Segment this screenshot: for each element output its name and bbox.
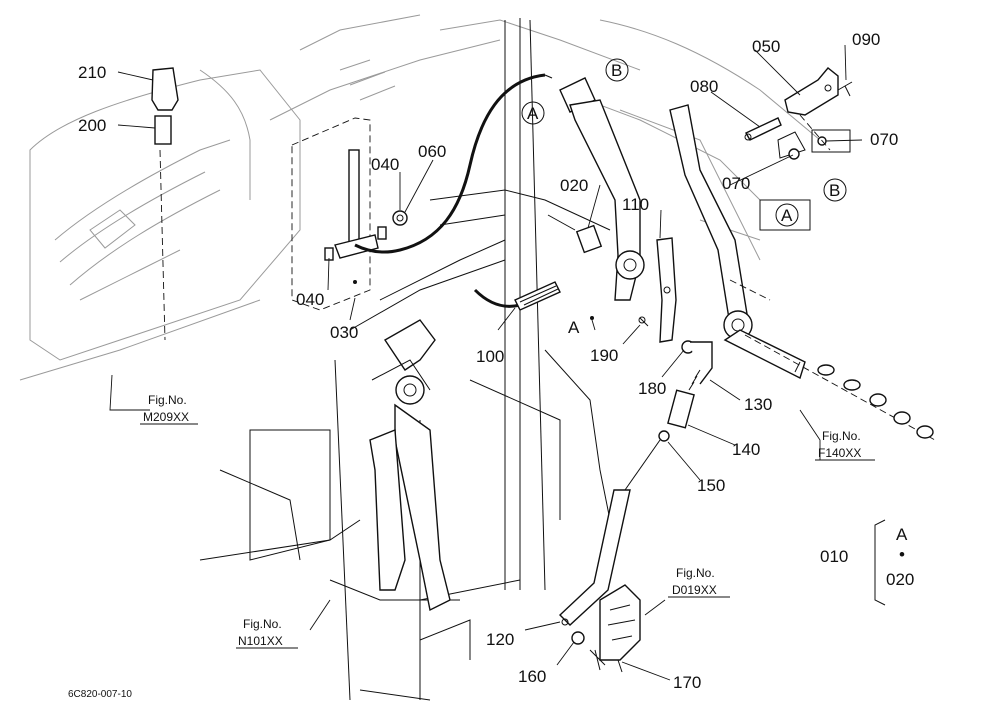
part-label-160: 160: [518, 667, 546, 686]
background-tractor-body: [19, 14, 821, 701]
part-label-020: 020: [560, 176, 588, 195]
link-plate-110: [656, 237, 677, 343]
part-label-140: 140: [732, 440, 760, 459]
part-label-060: 060: [418, 142, 446, 161]
callout-a-right: A: [775, 203, 799, 227]
part-label-150: 150: [697, 476, 725, 495]
svg-text:B: B: [611, 61, 622, 80]
part-label-200: 200: [78, 116, 106, 135]
svg-text:B: B: [829, 181, 840, 200]
part-label-080: 080: [690, 77, 718, 96]
transmission-housing: [571, 584, 641, 673]
figure-ref-d019xx: Fig.No. D019XX: [668, 566, 730, 598]
callout-b-right: B: [823, 178, 847, 202]
part-label-050: 050: [752, 37, 780, 56]
bushing-060: [392, 210, 408, 226]
leader-lines: [109, 44, 863, 681]
svg-text:020: 020: [886, 570, 914, 589]
collar-150: [658, 430, 670, 442]
part-label-040-upper: 040: [371, 155, 399, 174]
svg-text:•: •: [899, 545, 905, 564]
svg-text:Fig.No.: Fig.No.: [148, 393, 187, 407]
part-labels: 210 200 040 060 040 030 100 020 110 190 …: [78, 30, 898, 692]
bracket-assembly: [744, 67, 853, 231]
figure-ref-n101xx: Fig.No. N101XX: [236, 617, 298, 649]
knob-sleeve: [154, 115, 172, 145]
label-a-plain: A: [568, 318, 580, 337]
svg-text:D019XX: D019XX: [672, 583, 717, 597]
svg-text:Fig.No.: Fig.No.: [243, 617, 282, 631]
part-label-130: 130: [744, 395, 772, 414]
shift-arm-assembly: [547, 77, 677, 343]
washer-160: [571, 631, 585, 645]
part-label-070-right: 070: [870, 130, 898, 149]
nut-070a: [788, 148, 800, 160]
figure-ref-f140xx: Fig.No. F140XX: [815, 429, 875, 461]
svg-text:A: A: [527, 104, 539, 123]
part-label-100: 100: [476, 347, 504, 366]
rod-assembly: [558, 340, 713, 626]
part-label-120: 120: [486, 630, 514, 649]
svg-text:Fig.No.: Fig.No.: [822, 429, 861, 443]
shift-knob: [151, 67, 179, 111]
drawing-number: 6C820-007-10: [68, 689, 132, 700]
part-label-070-left: 070: [722, 174, 750, 193]
sleeve-140: [667, 389, 695, 429]
part-label-110: 110: [622, 195, 649, 214]
callout-a-upper: A: [521, 101, 545, 125]
part-label-210: 210: [78, 63, 106, 82]
pin-080: [745, 117, 782, 141]
part-label-180: 180: [638, 379, 666, 398]
svg-text:N101XX: N101XX: [238, 634, 283, 648]
assembly-legend: 010 A • 020: [820, 519, 914, 606]
shift-knob-assembly: [151, 67, 408, 341]
shift-lever-rod: [348, 149, 360, 251]
long-arm: [669, 104, 749, 326]
shift-arm: [569, 99, 641, 301]
bracket-050: [784, 67, 839, 116]
svg-text:F140XX: F140XX: [818, 446, 861, 460]
part-label-190: 190: [590, 346, 618, 365]
lever-rod-120: [558, 489, 631, 626]
svg-text:A: A: [781, 206, 793, 225]
svg-text:010: 010: [820, 547, 848, 566]
svg-text:A: A: [896, 525, 908, 544]
cross-shaft-assembly: [669, 104, 936, 441]
callout-b-upper: B: [605, 58, 629, 82]
figure-ref-m209xx: Fig.No. M209XX: [140, 393, 198, 425]
part-label-030: 030: [330, 323, 358, 342]
part-label-040-lower: 040: [296, 290, 324, 309]
svg-text:M209XX: M209XX: [143, 410, 189, 424]
collar-020: [575, 224, 603, 254]
pedal-assembly: [369, 319, 451, 612]
shift-cable: [354, 73, 561, 311]
part-label-170: 170: [673, 673, 701, 692]
svg-text:Fig.No.: Fig.No.: [676, 566, 715, 580]
part-label-090: 090: [852, 30, 880, 49]
